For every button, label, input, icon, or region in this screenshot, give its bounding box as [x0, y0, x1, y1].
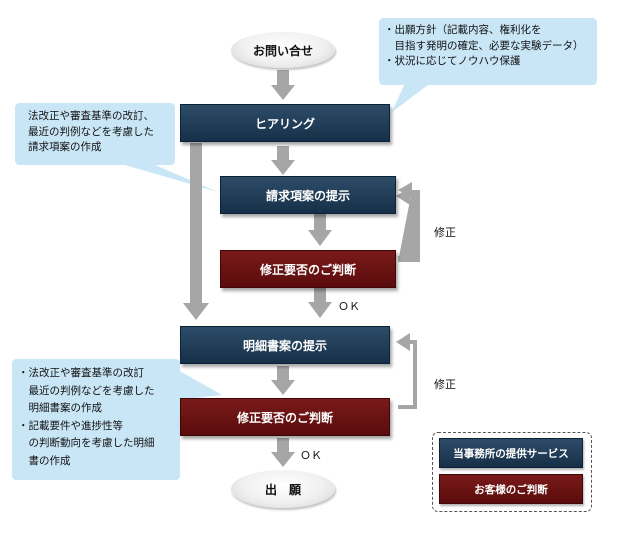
callout-top-right: ・出願方針（記載内容、権利化を 目指す発明の確定、必要な実験データ） ・状況に応… — [384, 23, 596, 70]
revision-label-2: 修正 — [434, 378, 456, 391]
arrow-down — [271, 366, 295, 395]
spec-judge-box: 修正要否のご判断 — [180, 398, 390, 436]
start-node: お問い合せ — [231, 32, 335, 68]
callout-line: の判断動向を考慮した明細 — [18, 437, 155, 449]
arrow-down-long — [183, 143, 209, 320]
arrow-down — [271, 438, 295, 467]
callout-line: 法改正や審査基準の改訂、 — [28, 110, 154, 122]
ok-label-1: ＯＫ — [338, 300, 360, 313]
arrow-down — [308, 288, 332, 318]
callout-line: ・法改正や審査基準の改訂 — [18, 367, 144, 379]
callout-left-bottom: ・法改正や審査基準の改訂 最近の判例などを考慮した 明細書案の作成 ・記載要件や… — [18, 365, 180, 470]
legend-customer: お客様のご判断 — [439, 474, 583, 504]
spec-present-box: 明細書案の提示 — [180, 326, 390, 364]
arrow-down — [308, 214, 332, 246]
callout-shape-top-right — [379, 18, 597, 112]
legend-office: 当事務所の提供サービス — [439, 438, 583, 468]
revision-loop-arrow — [396, 187, 417, 260]
callout-line: 書の作成 — [18, 454, 71, 467]
arrow-down — [271, 70, 295, 100]
callout-shape-left-bottom — [12, 359, 222, 480]
flow-arrows — [183, 70, 420, 467]
revision-loop-arrow — [396, 333, 417, 409]
callout-left-mid: 法改正や審査基準の改訂、 最近の判例などを考慮した 請求項案の作成 — [28, 109, 178, 156]
callout-line: ・記載要件や進捗性等 — [18, 419, 123, 432]
end-node: 出 願 — [231, 470, 335, 508]
claim-judge-box: 修正要否のご判断 — [220, 250, 396, 288]
arrow-down — [271, 146, 295, 175]
hearing-box: ヒアリング — [180, 104, 390, 142]
callout-line: 最近の判例などを考慮した — [28, 125, 154, 138]
legend — [432, 432, 592, 512]
callout-line: 目指す発明の確定、必要な実験データ） — [384, 39, 584, 52]
callout-line: 明細書案の作成 — [18, 402, 102, 414]
callout-shape-left-mid — [15, 103, 218, 192]
callout-line: ・出願方針（記載内容、権利化を — [384, 24, 542, 36]
revision-label-1: 修正 — [434, 226, 456, 239]
callout-line: ・状況に応じてノウハウ保護 — [384, 55, 521, 67]
claim-present-box: 請求項案の提示 — [220, 176, 396, 214]
callout-line: 請求項案の作成 — [28, 141, 102, 153]
ok-label-2: ＯＫ — [300, 449, 322, 462]
callout-line: 最近の判例などを考慮した — [18, 384, 155, 397]
